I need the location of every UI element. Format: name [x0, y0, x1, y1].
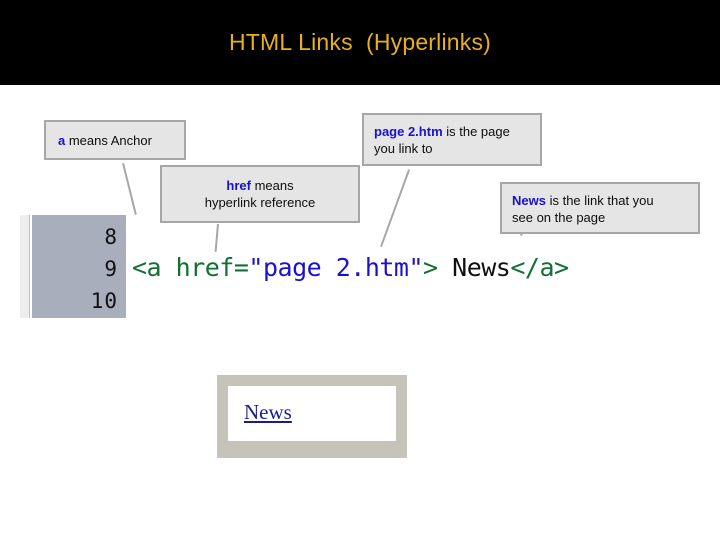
code-close-bracket: > — [423, 253, 453, 282]
editor-scrollbar[interactable] — [20, 215, 30, 318]
callout-page-text: is the page — [442, 124, 510, 139]
callout-href-line1: href means — [168, 177, 352, 194]
callout-page-line2: you link to — [374, 141, 433, 156]
callout-page: page 2.htm is the page you link to — [362, 113, 542, 166]
editor-line-number-gutter: 8 9 10 — [32, 215, 126, 318]
callout-page-line1: page 2.htm is the page — [374, 123, 534, 140]
callout-page-keyword: page 2.htm — [374, 124, 443, 139]
callout-news-text: is the link that you — [545, 193, 654, 208]
callout-href-line2: hyperlink reference — [204, 195, 316, 210]
code-line: <a href="page 2.htm"> News</a> — [132, 253, 569, 283]
callout-anchor-text: means Anchor — [65, 133, 152, 148]
browser-preview-page: News — [228, 386, 396, 441]
code-link-text: News — [452, 253, 511, 282]
code-attribute: href= — [175, 253, 249, 282]
callout-href-text: means — [250, 178, 294, 193]
leader-line-href — [214, 223, 219, 252]
leader-line-anchor — [122, 163, 137, 215]
callout-news-line1: News is the link that you — [512, 192, 692, 209]
callout-href-keyword: href — [226, 178, 251, 193]
preview-news-link[interactable]: News — [244, 400, 292, 424]
line-number: 10 — [90, 289, 118, 313]
callout-anchor-keyword: a — [58, 133, 66, 148]
code-attr-value: "page 2.htm" — [248, 253, 424, 282]
line-number: 9 — [104, 257, 118, 281]
page-title: HTML Links (Hyperlinks) — [228, 29, 492, 55]
callout-news: News is the link that you see on the pag… — [500, 182, 700, 234]
browser-preview-frame: News — [217, 375, 407, 458]
callout-href: href means hyperlink reference — [160, 165, 360, 223]
code-close-tag: </a> — [510, 253, 569, 282]
code-open-tag: <a — [132, 253, 176, 282]
callout-news-line2: see on the page — [512, 210, 606, 225]
leader-line-page — [380, 169, 410, 248]
title-banner — [0, 0, 720, 85]
line-number: 8 — [104, 225, 118, 249]
callout-anchor: a means Anchor — [44, 120, 186, 160]
callout-news-keyword: News — [512, 193, 546, 208]
